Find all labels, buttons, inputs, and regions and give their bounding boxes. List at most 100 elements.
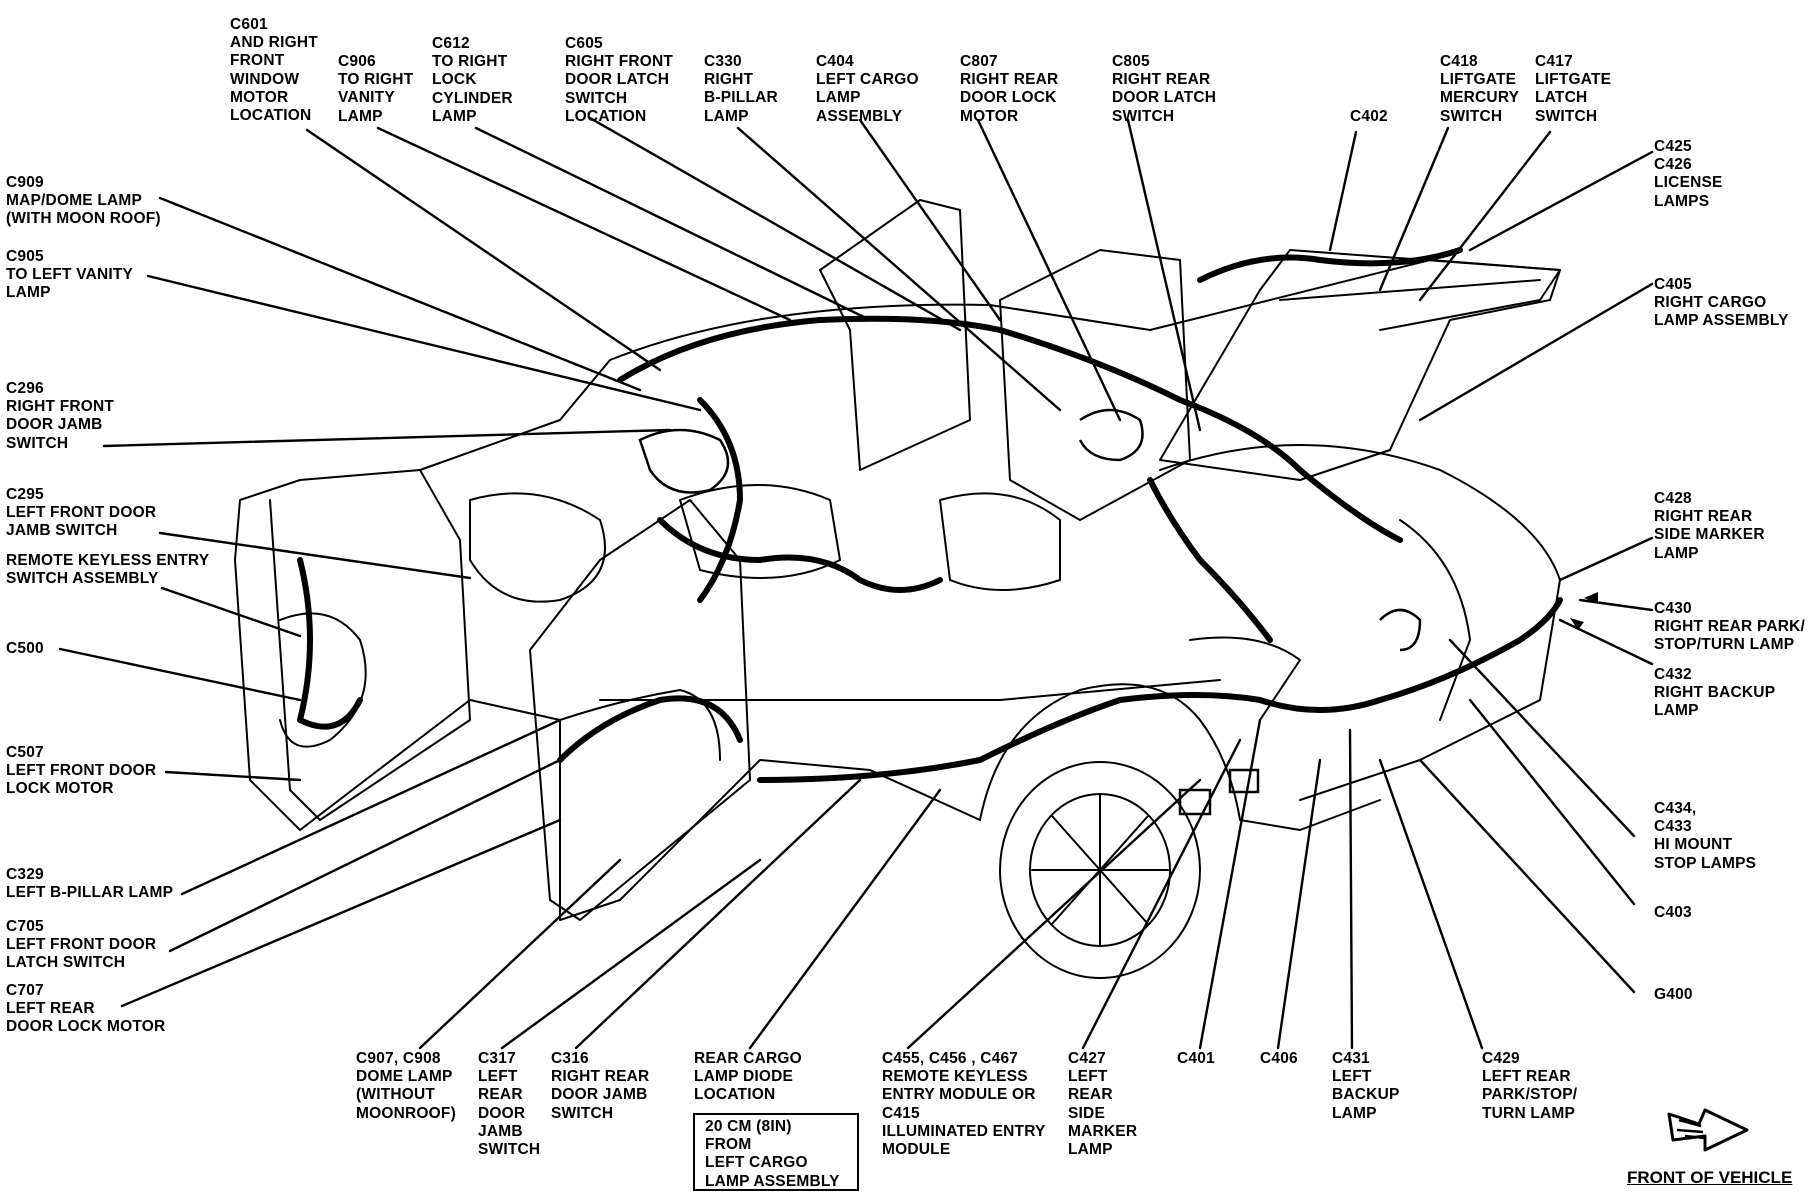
label-line: C601 [230,16,268,33]
label-c406: C406 [1260,1050,1298,1068]
label-line: DOOR JAMB [6,416,103,434]
label-line: LEFT FRONT DOOR [6,504,157,522]
label-line: JAMB [478,1122,523,1140]
label-line: MOTOR [230,88,289,106]
label-line: DOOR LOCK [960,89,1057,107]
label-line: LAMP [704,107,749,125]
label-line: RIGHT REAR [1112,71,1211,89]
label-c401: C401 [1177,1050,1215,1068]
label-line: HI MOUNT [1654,836,1733,854]
label-line: RIGHT FRONT [6,398,115,416]
label-line: ENTRY MODULE OR [882,1086,1036,1104]
label-line: VANITY [338,89,395,107]
label-line: CYLINDER [432,89,513,107]
label-line: LAMP [6,284,51,302]
label-line: C428 [1654,490,1692,507]
label-line: C500 [6,640,44,657]
label-line: C430 [1654,600,1692,617]
label-line: DOME LAMP [356,1068,453,1086]
label-line: SWITCH [478,1141,541,1159]
label-line: C705 [6,918,44,935]
label-line: RIGHT BACKUP [1654,684,1776,702]
label-line: SIDE [1068,1104,1105,1122]
label-line: C415 [882,1104,920,1122]
label-line: LOCK [432,71,477,89]
label-line: C425 [1654,138,1692,155]
label-line: C402 [1350,108,1388,125]
label-line: C507 [6,744,44,761]
label-line: DOOR LATCH [565,71,670,89]
label-line: BACKUP [1332,1086,1400,1104]
label-line: LAMP [1654,702,1699,720]
label-line: MOONROOF) [356,1104,456,1122]
label-line: LAMP [1068,1141,1113,1159]
label-line: C401 [1177,1050,1215,1067]
label-line: LAMP [338,107,383,125]
label-line: LAMP [1654,544,1699,562]
label-line: C427 [1068,1050,1106,1067]
label-line: C807 [960,53,998,70]
label-line: MOTOR [960,107,1019,125]
label-line: REAR [1068,1086,1113,1104]
label-line: STOP LAMPS [1654,854,1757,872]
label-line: RIGHT [704,71,754,89]
label-line: C906 [338,53,376,70]
label-line: SWITCH [1535,107,1598,125]
label-line: C909 [6,174,44,191]
label-line: ILLUMINATED ENTRY [882,1122,1046,1140]
label-line: MAP/DOME LAMP [6,192,143,210]
label-line: SWITCH [1440,107,1503,125]
label-line: TURN LAMP [1482,1104,1576,1122]
label-line: C330 [704,53,742,70]
label-line: TO LEFT VANITY [6,266,134,284]
label-line: PARK/STOP/ [1482,1086,1578,1104]
note-line: FROM [705,1136,752,1154]
label-line: C317 [478,1050,516,1067]
label-line: LAMP [816,89,861,107]
label-line: LOCATION [694,1086,776,1104]
label-line: JAMB SWITCH [6,522,118,540]
label-line: MARKER [1068,1122,1138,1140]
label-c403: C403 [1654,904,1692,922]
label-line: C432 [1654,666,1692,683]
label-line: LAMP [432,107,477,125]
label-line: STOP/TURN LAMP [1654,636,1795,654]
label-line: SWITCH [551,1104,614,1122]
label-line: C429 [1482,1050,1520,1067]
label-line: (WITH MOON ROOF) [6,210,161,228]
label-line: FRONT [230,52,285,70]
label-line: LAMP [1332,1104,1377,1122]
label-line: SIDE MARKER [1654,526,1765,544]
label-line: LEFT FRONT DOOR [6,936,157,954]
harness-bundles [297,247,1563,783]
label-line: LIFTGATE [1440,71,1517,89]
label-line: DOOR JAMB [551,1086,648,1104]
label-line: REAR CARGO [694,1050,802,1067]
label-c500: C500 [6,640,44,658]
label-line: LEFT B-PILLAR LAMP [6,884,174,902]
label-line: C417 [1535,53,1573,70]
label-line: C329 [6,866,44,883]
